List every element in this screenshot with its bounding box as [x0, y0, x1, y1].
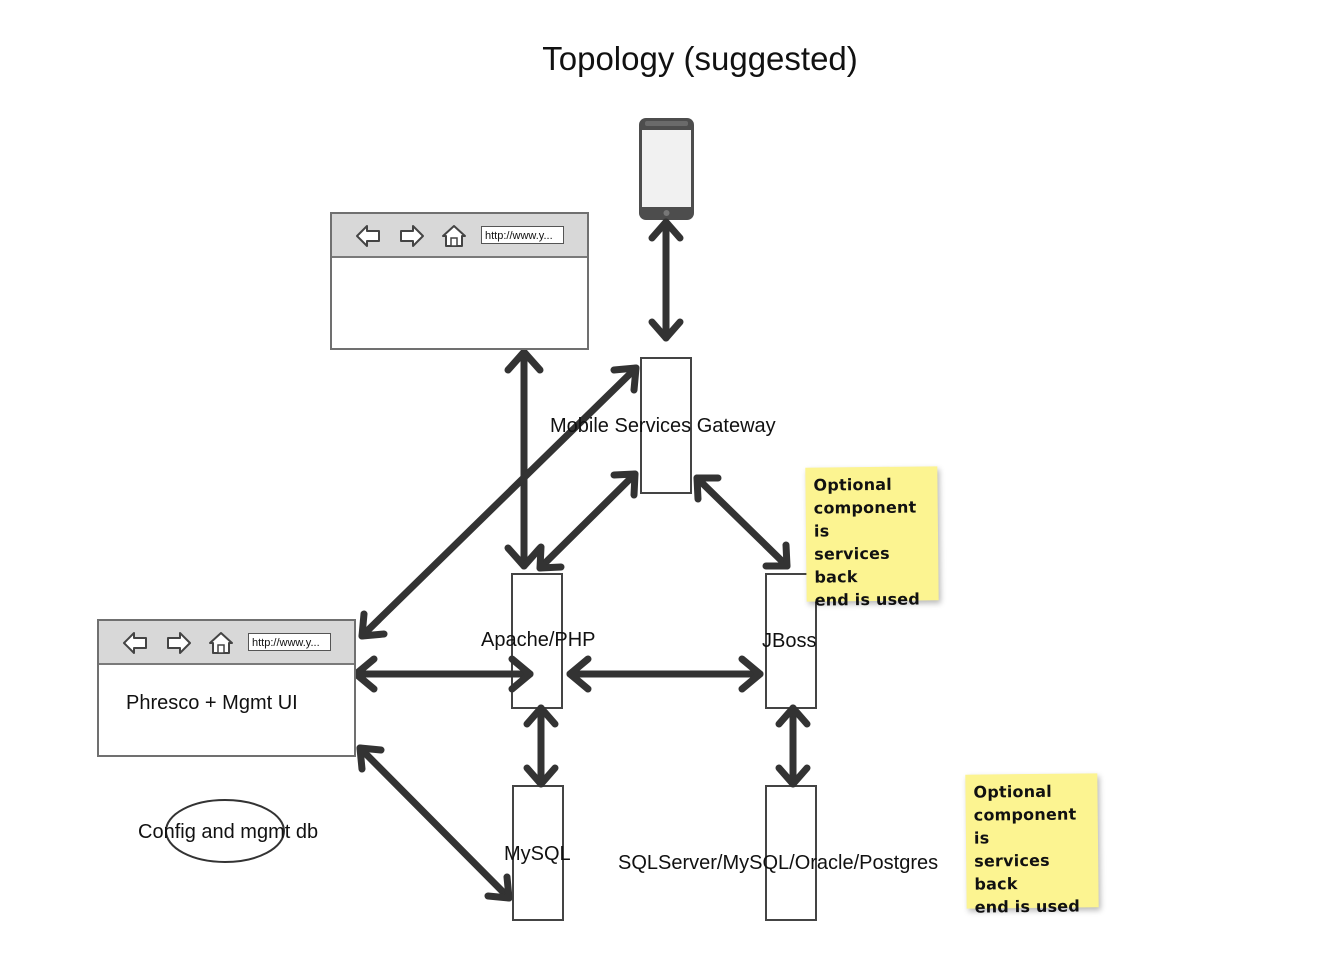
- note-line: component is: [973, 804, 1077, 848]
- note-line: component is: [813, 497, 917, 541]
- note-line: services back: [974, 850, 1050, 894]
- gateway-box: [640, 357, 692, 494]
- arrow-apache-gateway: [536, 470, 639, 572]
- url-field-top[interactable]: http://www.y...: [481, 226, 564, 244]
- mgmt-ui-label: Phresco + Mgmt UI: [126, 692, 298, 714]
- config-db-label: Config and mgmt db: [138, 821, 319, 843]
- mysql-label: MySQL: [504, 843, 571, 865]
- forward-arrow-icon[interactable]: [398, 223, 426, 249]
- note-line: end is used: [814, 589, 921, 610]
- arrow-apache-mysql: [523, 704, 559, 788]
- arrow-gateway-jboss: [693, 474, 791, 570]
- browser-toolbar: http://www.y...: [332, 214, 587, 258]
- sqlserver-box: [765, 785, 817, 921]
- arrow-apache-jboss: [566, 655, 764, 693]
- home-icon[interactable]: [207, 630, 235, 656]
- browser-window-top: http://www.y...: [330, 212, 589, 350]
- note-line: Optional: [813, 474, 893, 495]
- sticky-note-db: Optional component is services back end …: [965, 773, 1099, 917]
- mobile-phone-icon: [639, 118, 694, 220]
- config-db-ellipse: [165, 799, 285, 863]
- back-arrow-icon[interactable]: [121, 630, 149, 656]
- note-line: services back: [814, 543, 890, 587]
- gateway-label: Mobile Services Gateway: [550, 415, 776, 437]
- note-line: end is used: [974, 896, 1081, 917]
- browser-window-mgmt: http://www.y...: [97, 619, 356, 757]
- jboss-label: JBoss: [762, 630, 817, 652]
- arrow-mgmt-apache: [352, 655, 534, 693]
- arrow-phone-gateway: [648, 218, 684, 342]
- browser-toolbar: http://www.y...: [99, 621, 354, 665]
- forward-arrow-icon[interactable]: [165, 630, 193, 656]
- note-line: Optional: [973, 781, 1053, 802]
- arrow-mgmt-gateway: [358, 364, 640, 640]
- arrow-mgmt-mysql: [356, 744, 513, 902]
- arrow-browser-apache: [504, 348, 544, 570]
- home-icon[interactable]: [440, 223, 468, 249]
- mysql-box: [512, 785, 564, 921]
- arrow-jboss-sqlserver: [775, 704, 811, 788]
- url-field-mgmt[interactable]: http://www.y...: [248, 633, 331, 651]
- back-arrow-icon[interactable]: [354, 223, 382, 249]
- apache-label: Apache/PHP: [481, 629, 596, 651]
- sqlserver-label: SQLServer/MySQL/Oracle/Postgres: [618, 852, 939, 874]
- sticky-note-jboss: Optional component is services back end …: [805, 466, 939, 610]
- diagram-title: Topology (suggested): [542, 40, 858, 77]
